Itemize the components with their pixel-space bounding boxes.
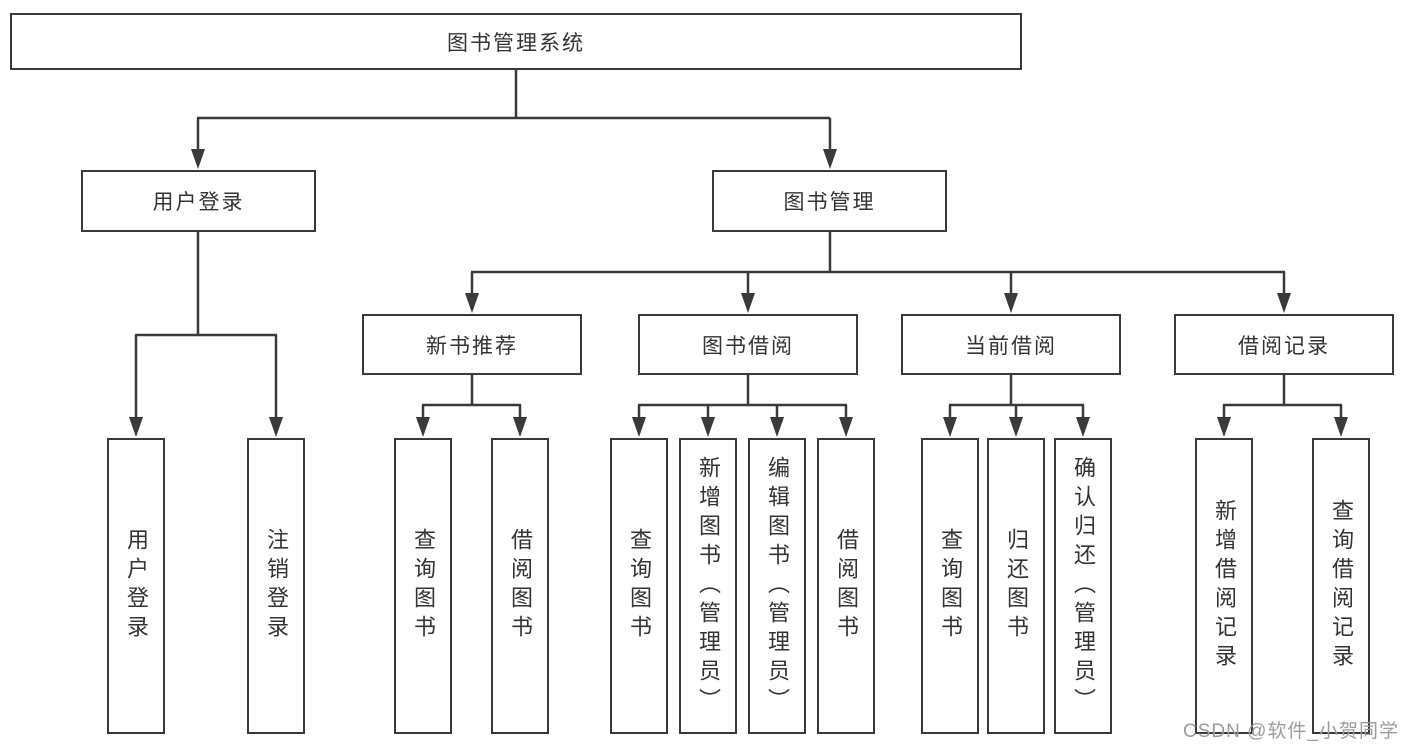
leaf-borrow-books: 借阅图书	[817, 438, 875, 734]
node-new-book-recommend-label: 新书推荐	[426, 334, 518, 358]
leaf-query-books-current: 查询图书	[921, 438, 979, 734]
leaf-query-books-borrow: 查询图书	[610, 438, 668, 734]
node-current-borrow: 当前借阅	[901, 314, 1121, 375]
leaf-return-books-label: 归还图书	[1004, 528, 1029, 644]
leaf-return-books: 归还图书	[987, 438, 1045, 734]
node-root-label: 图书管理系统	[447, 31, 585, 55]
leaf-query-borrow-record: 查询借阅记录	[1312, 438, 1370, 734]
leaf-user-login: 用户登录	[107, 438, 165, 734]
leaf-confirm-return-admin-label: 确认归还（管理员）	[1071, 455, 1096, 717]
leaf-confirm-return-admin: 确认归还（管理员）	[1054, 438, 1112, 734]
leaf-borrow-books-recommend: 借阅图书	[491, 438, 549, 734]
node-root-system: 图书管理系统	[10, 13, 1022, 70]
node-book-borrow: 图书借阅	[638, 314, 858, 375]
leaf-add-books-admin: 新增图书（管理员）	[679, 438, 737, 734]
node-book-management: 图书管理	[712, 170, 947, 232]
leaf-logout: 注销登录	[247, 438, 305, 734]
leaf-add-borrow-record: 新增借阅记录	[1195, 438, 1253, 734]
node-book-borrow-label: 图书借阅	[702, 334, 794, 358]
arrowheads	[129, 149, 1348, 437]
leaf-query-borrow-record-label: 查询借阅记录	[1329, 499, 1354, 673]
leaf-add-books-admin-label: 新增图书（管理员）	[696, 455, 721, 717]
node-new-book-recommend: 新书推荐	[362, 314, 582, 375]
leaf-borrow-books-recommend-label: 借阅图书	[508, 528, 533, 644]
leaf-borrow-books-label: 借阅图书	[834, 528, 859, 644]
node-borrow-records: 借阅记录	[1174, 314, 1394, 375]
node-book-management-label: 图书管理	[783, 191, 876, 214]
csdn-watermark: CSDN @软件_小贺同学	[1183, 721, 1399, 742]
leaf-add-borrow-record-label: 新增借阅记录	[1212, 499, 1237, 673]
leaf-query-books-borrow-label: 查询图书	[627, 528, 652, 644]
node-borrow-records-label: 借阅记录	[1238, 334, 1330, 358]
leaf-user-login-label: 用户登录	[124, 528, 149, 644]
leaf-query-books-recommend-label: 查询图书	[411, 528, 436, 644]
leaf-query-books-current-label: 查询图书	[938, 528, 963, 644]
leaf-query-books-recommend: 查询图书	[394, 438, 452, 734]
leaf-edit-books-admin: 编辑图书（管理员）	[748, 438, 806, 734]
node-user-login: 用户登录	[81, 170, 316, 232]
node-current-borrow-label: 当前借阅	[965, 334, 1057, 358]
leaf-logout-label: 注销登录	[264, 528, 289, 644]
leaf-edit-books-admin-label: 编辑图书（管理员）	[765, 455, 790, 717]
node-user-login-label: 用户登录	[152, 191, 245, 214]
